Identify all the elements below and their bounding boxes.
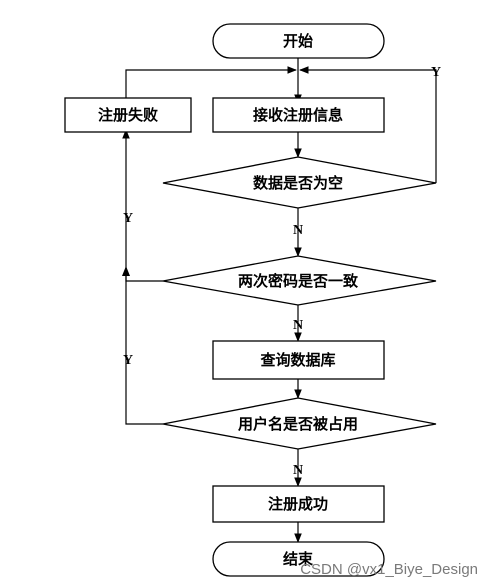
username-no-label: N xyxy=(293,463,303,478)
username-yes-label: Y xyxy=(123,353,133,368)
watermark-text: CSDN @vx1_Biye_Design xyxy=(300,561,478,578)
end-node: 结束 xyxy=(212,541,385,577)
check-password-label: 两次密码是否一致 xyxy=(238,272,359,290)
register-fail-node: 注册失败 xyxy=(64,97,192,133)
check-username-label: 用户名是否被占用 xyxy=(238,415,358,433)
edge-empty-yes-loop xyxy=(299,66,437,183)
start-label: 开始 xyxy=(283,32,313,50)
edge-arrow-up-marker xyxy=(122,266,130,276)
register-success-label: 注册成功 xyxy=(268,495,328,513)
password-yes-label: Y xyxy=(123,211,133,226)
receive-info-label: 接收注册信息 xyxy=(253,106,343,124)
check-password-decision: 两次密码是否一致 xyxy=(162,255,437,306)
edge-fail-to-loop xyxy=(125,66,297,98)
password-no-label: N xyxy=(293,318,303,333)
query-db-node: 查询数据库 xyxy=(212,340,385,380)
check-empty-decision: 数据是否为空 xyxy=(162,156,437,209)
edge-username-yes xyxy=(125,268,163,425)
register-success-node: 注册成功 xyxy=(212,485,385,523)
query-db-label: 查询数据库 xyxy=(260,351,335,369)
check-empty-label: 数据是否为空 xyxy=(253,174,343,192)
receive-info-node: 接收注册信息 xyxy=(212,97,385,133)
check-username-decision: 用户名是否被占用 xyxy=(162,397,437,450)
connectors xyxy=(122,58,437,543)
edge-password-yes xyxy=(122,129,163,282)
start-node: 开始 xyxy=(212,23,385,59)
empty-no-label: N xyxy=(293,223,303,238)
empty-yes-label: Y xyxy=(431,65,441,80)
end-label: 结束 xyxy=(283,550,314,568)
register-fail-label: 注册失败 xyxy=(98,106,158,124)
